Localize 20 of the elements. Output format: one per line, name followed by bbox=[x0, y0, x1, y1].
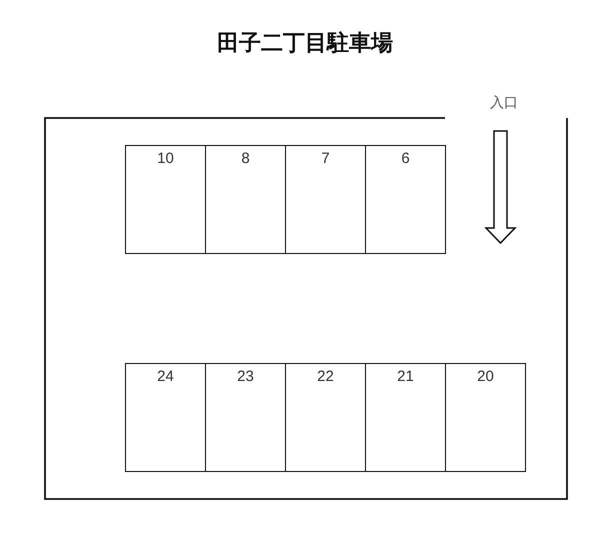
parking-stall bbox=[365, 363, 446, 472]
stall-number: 20 bbox=[476, 368, 495, 385]
stall-number: 7 bbox=[320, 150, 331, 167]
parking-stall bbox=[365, 145, 446, 254]
stall-number: 8 bbox=[240, 150, 251, 167]
stall-number: 24 bbox=[156, 368, 175, 385]
stall-number: 10 bbox=[156, 150, 175, 167]
stall-number: 23 bbox=[236, 368, 255, 385]
parking-stall bbox=[285, 145, 366, 254]
entrance-label: 入口 bbox=[490, 94, 518, 112]
parking-stall bbox=[285, 363, 366, 472]
parking-stall bbox=[445, 363, 526, 472]
parking-stall bbox=[125, 363, 206, 472]
stall-number: 21 bbox=[396, 368, 415, 385]
parking-stall bbox=[125, 145, 206, 254]
parking-stall bbox=[205, 145, 286, 254]
stall-number: 6 bbox=[400, 150, 411, 167]
stall-number: 22 bbox=[316, 368, 335, 385]
title: 田子二丁目駐車場 bbox=[216, 30, 394, 58]
parking-stall bbox=[205, 363, 286, 472]
